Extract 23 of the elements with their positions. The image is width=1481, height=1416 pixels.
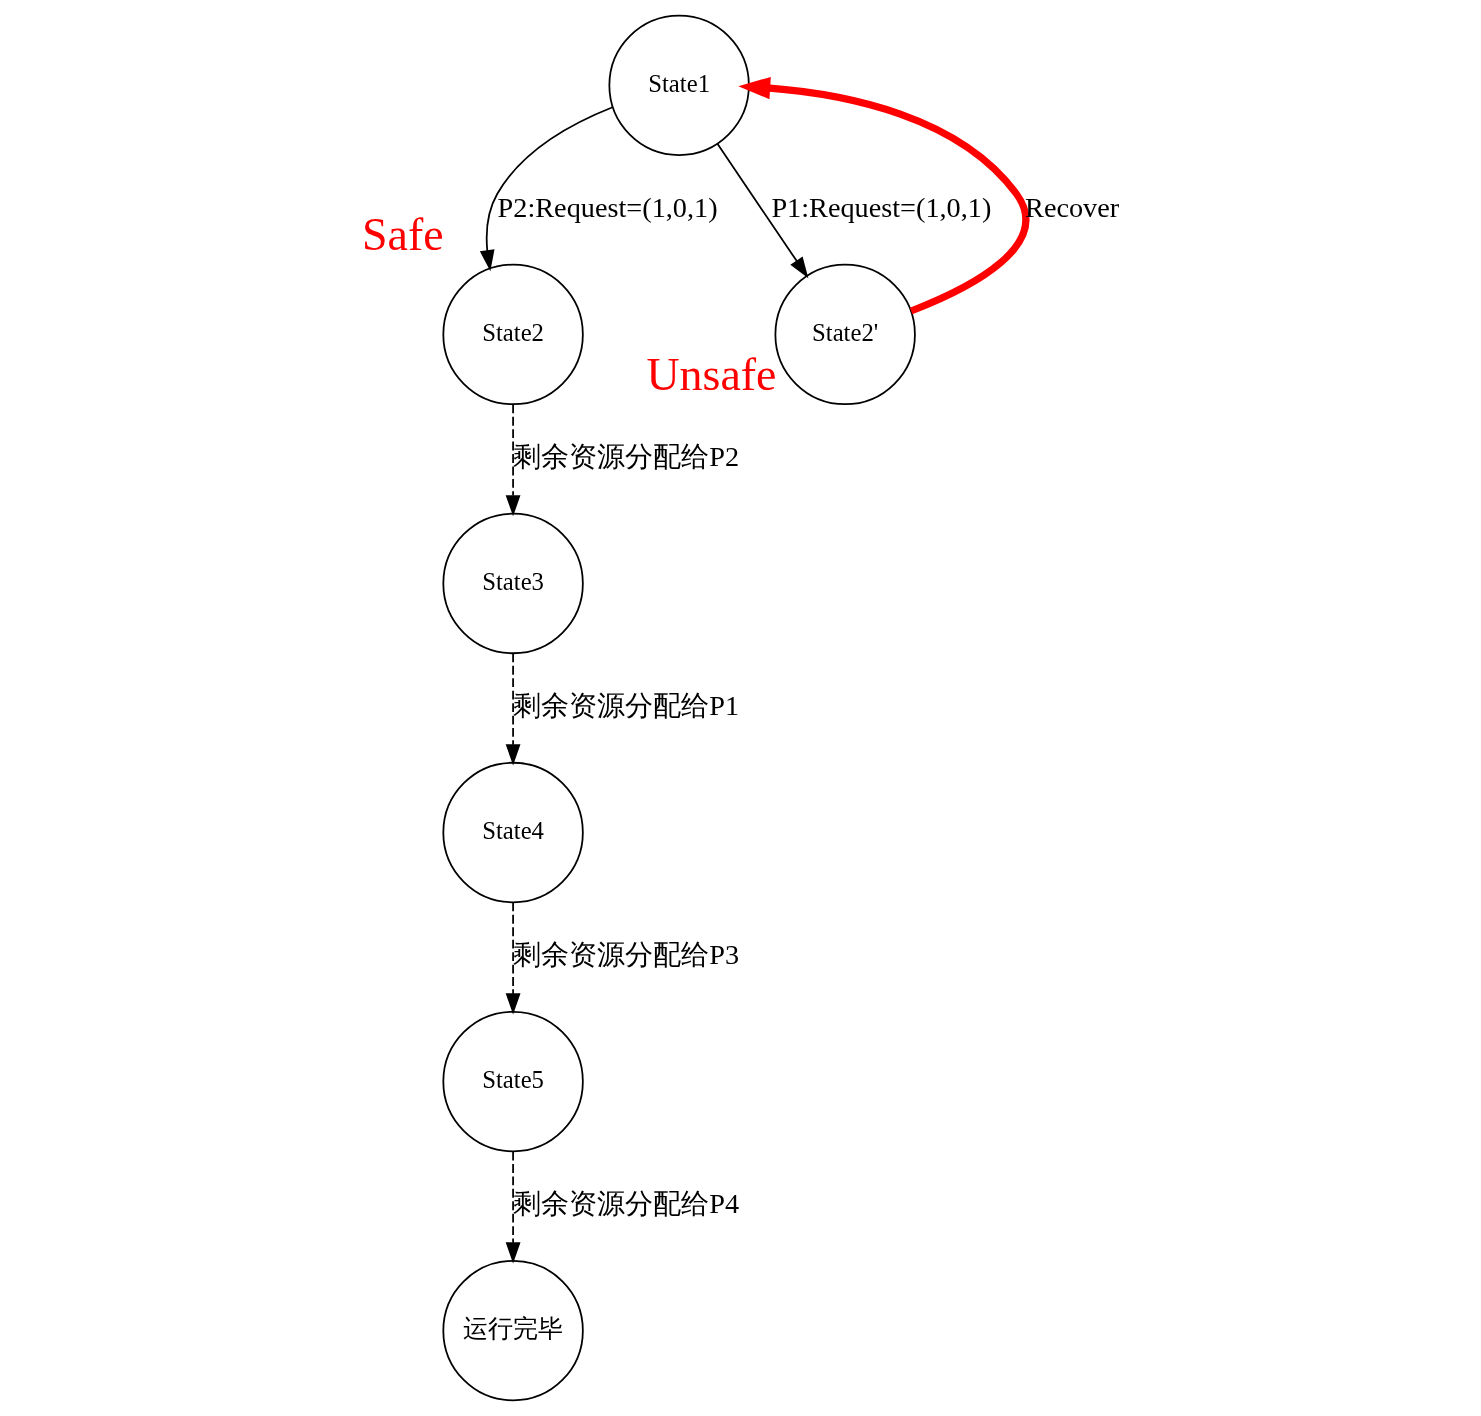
edge-label: 剩余资源分配给P3 [513,938,740,970]
node-circle: State1 [608,14,750,157]
node-circle: State2' [774,263,916,406]
edge-label: 剩余资源分配给P4 [513,1187,740,1219]
node-label: Safe [362,209,444,261]
edge-label: P2:Request=(1,0,1) [497,191,718,223]
node-circle: State5 [442,1010,584,1153]
edge-label: 剩余资源分配给P1 [513,689,740,721]
node-label: Unsafe [646,348,777,400]
edge-label: Recover [1025,191,1120,223]
node-circle: 运行完毕 [442,1259,584,1402]
node-circle: State4 [442,761,584,904]
arrow [505,901,521,1015]
arrow [716,143,809,279]
arrow [505,1150,521,1264]
edge-label: P1:Request=(1,0,1) [771,191,992,223]
node-circle: State3 [442,512,584,655]
arrow [738,76,1030,315]
edge-label: 剩余资源分配给P2 [513,440,740,472]
arrow [479,106,614,272]
node-circle: State2 [442,263,584,406]
arrow [505,652,521,766]
arrow [505,403,521,517]
